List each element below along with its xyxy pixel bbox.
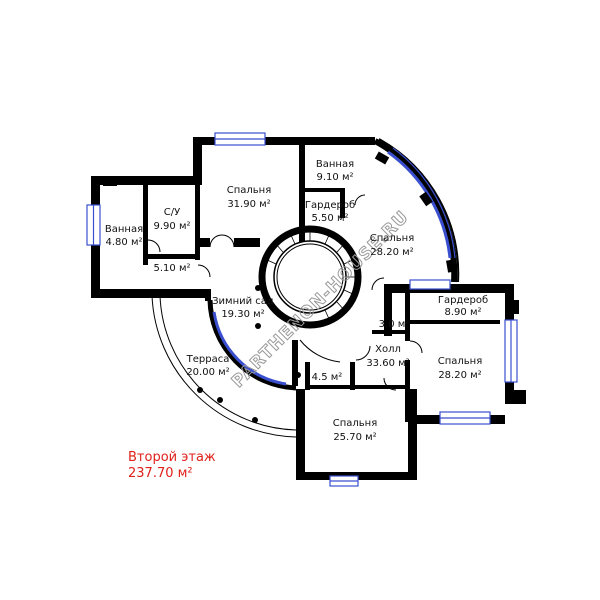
svg-text:4.5 м²: 4.5 м² [312,372,343,383]
svg-text:Спальня: Спальня [333,418,378,429]
svg-text:Ванная: Ванная [105,224,143,235]
svg-text:31.90 м²: 31.90 м² [227,199,270,210]
svg-text:Спальня: Спальня [227,185,272,196]
room-bath-top: Ванная 9.10 м² [316,159,354,183]
room-wardrobe-right: Гардероб 8.90 м² [438,295,488,318]
svg-text:20.00 м²: 20.00 м² [186,367,229,378]
room-bedroom-bottom: Спальня 25.70 м² [333,418,378,443]
room-winter-garden: Зимний сад 19.30 м² [212,296,274,320]
svg-text:Терраса: Терраса [186,354,230,365]
room-bedroom-right-top: Спальня 28.20 м² [370,233,415,258]
svg-text:Зимний сад: Зимний сад [212,296,274,307]
room-hall-main: Холл 33.60 м² [366,344,409,369]
svg-text:8.90 м²: 8.90 м² [445,307,482,318]
svg-text:С/У: С/У [164,207,180,218]
arc-mullions [374,151,456,273]
garden-arc-wall [207,299,297,391]
room-closet-3: 3.0 м² [379,319,410,330]
room-wc: С/У 9.90 м² [154,207,191,232]
room-bedroom-right: Спальня 28.20 м² [438,356,483,381]
doors [147,194,423,391]
room-terrace: Терраса 20.00 м² [186,354,230,378]
svg-text:28.20 м²: 28.20 м² [370,247,413,258]
svg-text:Холл: Холл [375,344,401,355]
room-bedroom-top: Спальня 31.90 м² [227,185,272,210]
columns [197,285,301,423]
svg-text:9.10 м²: 9.10 м² [317,172,354,183]
svg-text:Ванная: Ванная [316,159,354,170]
room-bath-left: Ванная 4.80 м² [105,224,143,248]
floor-title: Второй этаж 237.70 м² [128,450,216,481]
svg-text:5.10 м²: 5.10 м² [154,263,191,274]
svg-text:5.50 м²: 5.50 м² [312,213,349,224]
spiral-staircase [258,225,362,329]
svg-text:Второй этаж: Второй этаж [128,450,216,465]
svg-text:19.30 м²: 19.30 м² [221,309,264,320]
room-closet-45: 4.5 м² [312,372,343,383]
svg-text:Спальня: Спальня [438,356,483,367]
svg-text:Гардероб: Гардероб [305,200,355,211]
svg-text:3.0 м²: 3.0 м² [379,319,410,330]
svg-text:4.80 м²: 4.80 м² [106,237,143,248]
svg-text:Спальня: Спальня [370,233,415,244]
svg-text:28.20 м²: 28.20 м² [438,370,481,381]
svg-text:237.70 м²: 237.70 м² [128,466,193,481]
room-hall-small: 5.10 м² [154,263,191,274]
svg-text:9.90 м²: 9.90 м² [154,221,191,232]
room-labels: Ванная 4.80 м² С/У 9.90 м² 5.10 м² Спаль… [105,159,488,443]
svg-text:Гардероб: Гардероб [438,295,488,306]
room-wardrobe-top: Гардероб 5.50 м² [305,200,355,224]
svg-text:33.60 м²: 33.60 м² [366,358,409,369]
svg-text:25.70 м²: 25.70 м² [333,432,376,443]
